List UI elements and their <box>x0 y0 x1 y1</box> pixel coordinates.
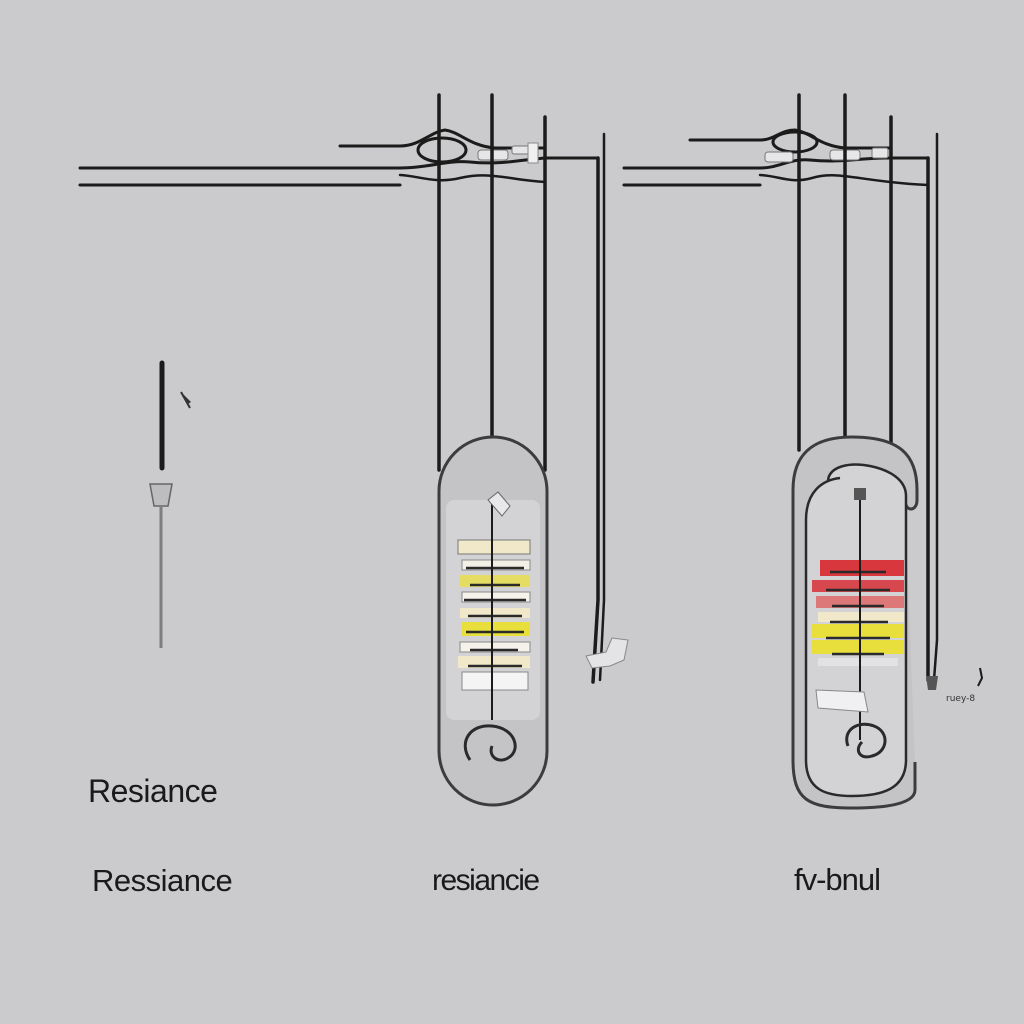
label-right-small: ruey-8 <box>946 694 976 704</box>
label-left-upper: Resiance <box>88 773 218 809</box>
left-bottom-coil <box>463 724 517 762</box>
right-probe-tip <box>926 667 984 690</box>
left-band-strokes <box>464 566 526 668</box>
right-bottom-coil <box>845 722 887 759</box>
right-color-bands <box>812 560 904 666</box>
left-horizontal-wires <box>78 128 600 187</box>
label-right: fv-bnul <box>794 862 881 897</box>
left-resistor-capsule <box>437 435 549 807</box>
left-side-connector <box>585 637 629 669</box>
right-resistor-capsule <box>791 435 919 810</box>
label-left-lower: Ressiance <box>92 863 233 898</box>
right-horizontal-wires <box>622 128 930 187</box>
right-vertical-leads <box>797 93 939 682</box>
label-middle: resiancie <box>432 864 540 897</box>
left-probe <box>149 360 191 648</box>
